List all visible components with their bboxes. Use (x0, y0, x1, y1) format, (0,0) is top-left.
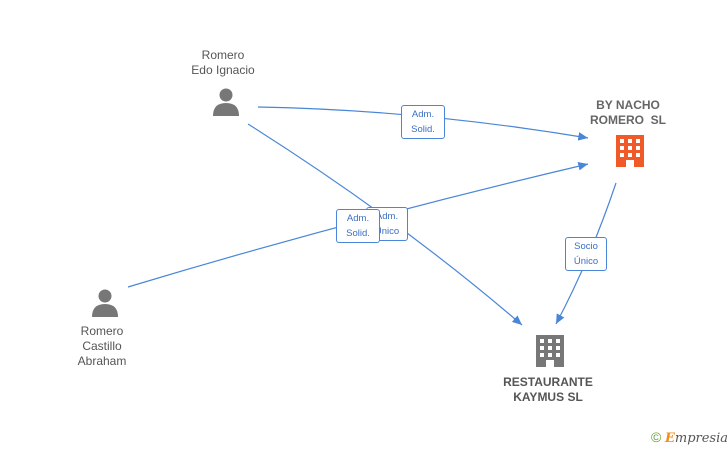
edge-label: Adm. Solid. (336, 209, 380, 243)
brand-watermark: © Empresia (651, 429, 728, 446)
edge-label: Adm. Solid. (401, 105, 445, 139)
copyright-symbol: © (651, 429, 662, 445)
person-icon[interactable] (92, 289, 118, 318)
building-icon[interactable] (536, 335, 564, 367)
edge-label: Socio Único (565, 237, 607, 271)
brand-name: mpresia (674, 431, 728, 446)
brand-initial: E (664, 431, 675, 446)
company-name-label[interactable]: RESTAURANTE KAYMUS SL (503, 375, 593, 404)
building-icon[interactable] (616, 135, 644, 167)
person-name-label[interactable]: Romero Edo Ignacio (191, 48, 255, 77)
company-name-label[interactable]: BY NACHO ROMERO SL (589, 98, 666, 127)
person-name-label[interactable]: Romero Castillo Abraham (77, 324, 127, 368)
person-icon[interactable] (213, 88, 239, 117)
